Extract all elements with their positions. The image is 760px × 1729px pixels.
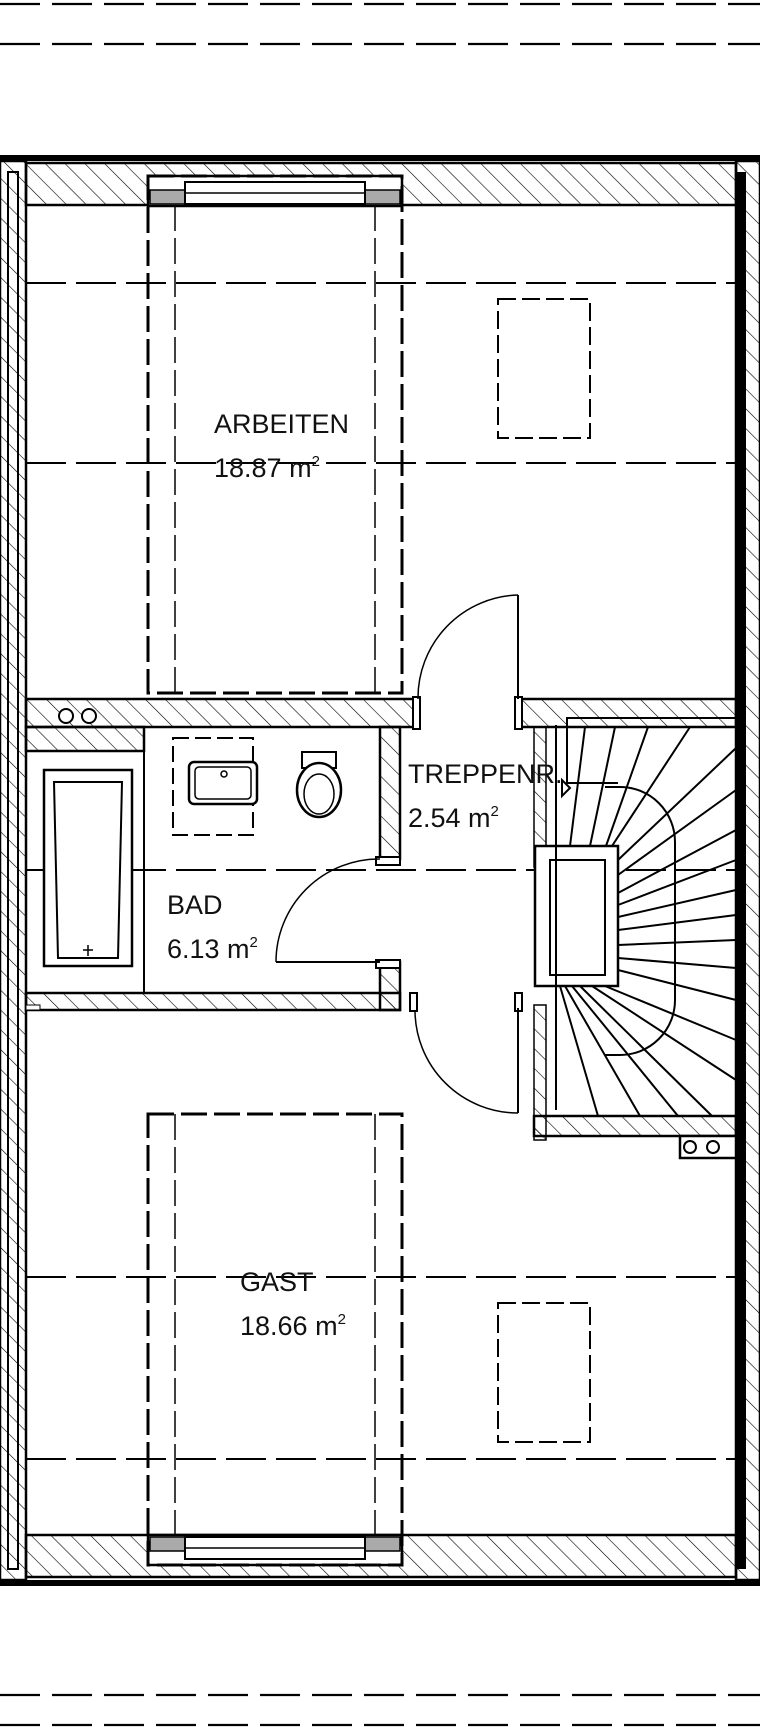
door-arbeiten (412, 594, 523, 730)
room-area-gast: 18.66 m2 (240, 1311, 346, 1341)
door-bad (275, 856, 401, 969)
toilet (295, 751, 343, 819)
bathtub (42, 768, 134, 968)
room-area-treppenraum: 2.54 m2 (408, 803, 499, 833)
room-name-gast: GAST (240, 1267, 314, 1297)
interior-walls (24, 697, 738, 1160)
room-name-treppenraum: TREPPENR. (408, 759, 563, 789)
window-bottom (146, 1533, 404, 1567)
room-name-bad: BAD (167, 890, 223, 920)
label-gast: GAST 18.66 m2 (240, 1267, 346, 1341)
room-area-bad: 6.13 m2 (167, 934, 258, 964)
skylight-top (497, 298, 591, 439)
dormer-outlines (146, 174, 404, 1567)
washbasin (172, 737, 259, 836)
label-treppenraum: TREPPENR. 2.54 m2 (408, 759, 563, 833)
room-area-arbeiten: 18.87 m2 (214, 453, 320, 483)
label-bad: BAD 6.13 m2 (167, 890, 258, 964)
window-top (146, 174, 404, 208)
room-name-arbeiten: ARBEITEN (214, 409, 349, 439)
door-gast (409, 992, 523, 1114)
outlet-bottom (683, 1140, 720, 1154)
staircase (533, 717, 737, 1117)
label-arbeiten: ARBEITEN 18.87 m2 (214, 409, 349, 483)
outlet-top (58, 708, 97, 724)
skylight-bottom (497, 1302, 591, 1443)
